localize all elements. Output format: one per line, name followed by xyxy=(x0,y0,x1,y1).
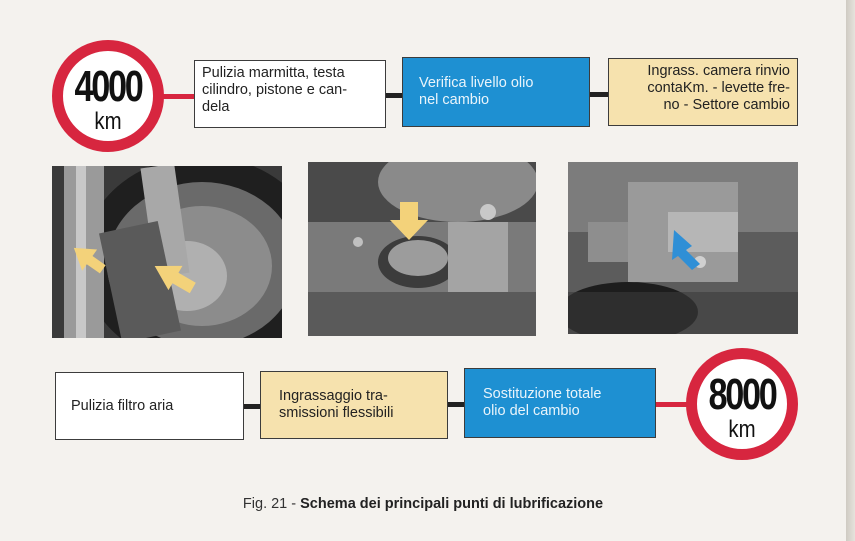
badge-number: 8000 xyxy=(708,370,777,419)
arrow-icon xyxy=(672,230,700,270)
km-badge-8000: 8000 km xyxy=(686,348,798,460)
photo-gearbox-oil-plug xyxy=(308,162,536,336)
task-box-air-filter: Pulizia filtro aria xyxy=(55,372,244,440)
task-text: Pulizia marmitta, testa cilindro, piston… xyxy=(202,65,348,115)
task-box-check-gear-oil: Verifica livello olio nel cambio xyxy=(402,57,590,127)
figure-title: Schema dei principali punti di lubrifica… xyxy=(300,496,604,512)
connector xyxy=(386,93,403,98)
task-box-cleaning-exhaust: Pulizia marmitta, testa cilindro, piston… xyxy=(194,60,386,128)
badge-number: 4000 xyxy=(74,62,143,111)
arrow-icon xyxy=(73,247,106,274)
connector xyxy=(448,402,465,407)
task-box-grease-cables: Ingrassaggio tra- smissioni flessibili xyxy=(260,371,448,439)
arrow-icon xyxy=(154,265,196,294)
badge-unit: km xyxy=(728,416,756,443)
figure-number: Fig. 21 - xyxy=(242,496,301,512)
connector xyxy=(656,402,688,407)
photo-brake-lever-area xyxy=(568,162,798,334)
task-text: Verifica livello olio nel cambio xyxy=(419,75,534,108)
badge-unit: km xyxy=(94,108,122,135)
task-text: Ingrass. camera rinvio contaKm. - levett… xyxy=(647,63,790,113)
task-text: Sostituzione totale olio del cambio xyxy=(483,386,602,419)
photo-front-wheel-hub xyxy=(52,166,282,338)
figure-caption: Fig. 21 - Schema dei principali punti di… xyxy=(0,496,846,512)
task-box-grease-points: Ingrass. camera rinvio contaKm. - levett… xyxy=(608,58,798,126)
task-box-replace-gear-oil: Sostituzione totale olio del cambio xyxy=(464,368,656,438)
task-text: Ingrassaggio tra- smissioni flessibili xyxy=(279,388,394,421)
task-text: Pulizia filtro aria xyxy=(71,397,174,414)
connector xyxy=(590,92,609,97)
km-badge-4000: 4000 km xyxy=(52,40,164,152)
connector xyxy=(162,94,196,99)
arrow-icon xyxy=(390,202,428,240)
connector xyxy=(244,404,261,409)
page-edge xyxy=(846,0,855,541)
